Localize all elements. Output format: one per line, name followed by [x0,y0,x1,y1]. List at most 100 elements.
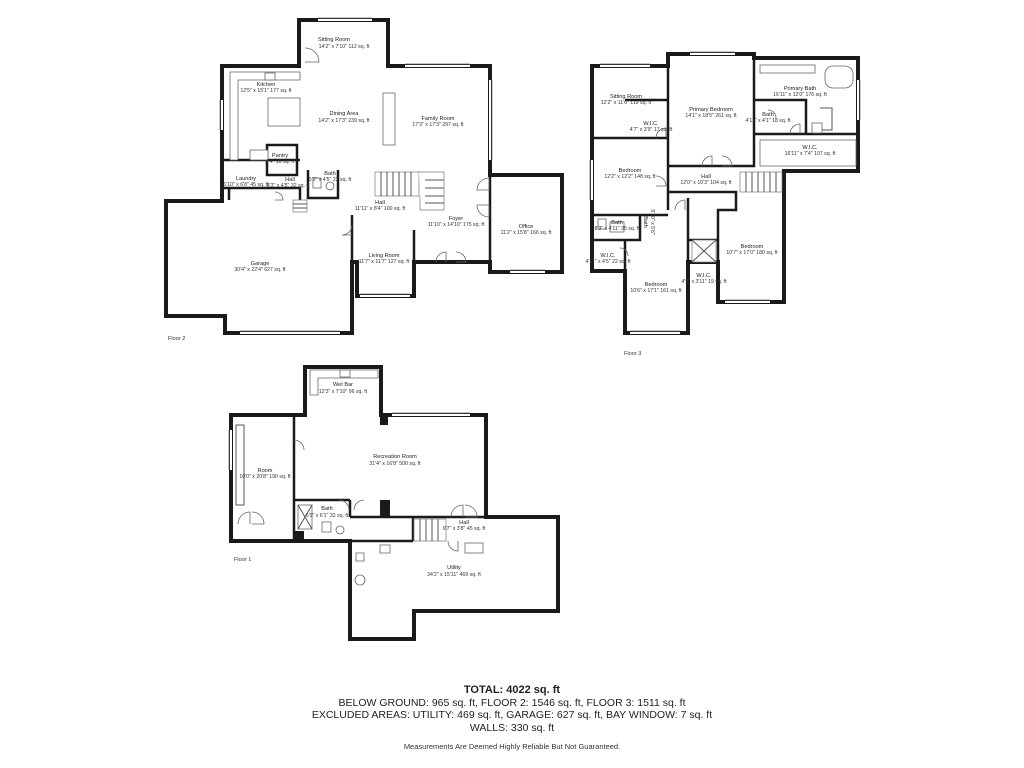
room-dims: 6'10" x 6'8" 45 sq. ft [223,182,269,188]
floor-2-outline [164,18,564,335]
floor-3-interior-walls [592,58,858,271]
floor-3-stairs [691,171,783,263]
room-name: Wet Bar [333,382,353,388]
room-name: Family Room [422,116,455,122]
floor-1-stairs [413,518,447,542]
room-name: Bedroom [741,244,764,250]
room-name: Primary Bath [784,86,816,92]
room-dims: 16'11" x 12'0" 176 sq. ft [773,92,827,98]
below-ground-area: BELOW GROUND: 965 sq. ft, FLOOR 2: 1546 … [338,696,686,709]
room-dims: 12'2" x 11'6" 119 sq. ft [601,100,652,106]
floor-2-interior-walls [222,20,492,262]
room-name: Pantry [272,153,288,159]
room-name: Bedroom [619,168,642,174]
floor-2-labels: Sitting Room 14'2" x 7'10" 112 sq. ft Ki… [223,37,552,273]
room-name: Bath [642,216,648,228]
walls-area: WALLS: 330 sq. ft [469,721,555,734]
floor-3-labels: Sitting Room 12'2" x 11'6" 119 sq. ft Pr… [585,86,836,294]
room-name: Dining Area [330,111,360,117]
room-dims: 4'9" x 3'11" 19 sq. ft [681,279,727,285]
room-dims: 8'3" x 4'11" 35 sq. ft [594,226,640,232]
room-name: Bedroom [645,282,668,288]
floor-1-outline [229,365,560,641]
floor-label: Floor 1 [234,557,251,563]
room-dims: 10'0" x 20'8" 190 sq. ft [239,474,291,480]
dining-table-icon [382,92,396,146]
room-dims: 12'0" x 10'3" 104 sq. ft [680,180,732,186]
room-dims: 34'2" x 15'11" 469 sq. ft [427,572,481,578]
column-icon [380,413,388,425]
floor-1-plan: Wet Bar 12'3" x 7'10" 96 sq. ft Room 10'… [228,365,560,641]
room-dims: 31'4" x 16'8" 500 sq. ft [369,461,421,467]
room-dims: 11'2" x 15'8" 166 sq. ft [501,230,552,236]
room-dims: 12'2" x 12'2" 148 sq. ft [604,174,656,180]
room-name: Recreation Room [373,454,417,460]
floor-1-fixtures [235,369,484,586]
room-name: Kitchen [257,82,276,88]
garage-steps [292,199,308,213]
room-name: Hall [375,200,385,206]
room-dims: 11'7" x 11'7" 127 sq. ft [359,259,410,265]
floor-1-labels: Wet Bar 12'3" x 7'10" 96 sq. ft Room 10'… [239,382,485,578]
room-name: Foyer [449,216,463,222]
room-dims: 6'9" x 6'1" 32 sq. ft [306,513,349,519]
room-name: W.I.C. [600,253,616,259]
room-name: Sitting Room [318,37,350,43]
floor-1-doors [237,439,478,552]
room-dims: 4'11" x 4'1" 18 sq. ft [745,118,791,124]
room-name: Living Room [368,253,399,259]
room-name: Bath [611,220,623,226]
room-dims: 9'7" x 3'8" 45 sq. ft [443,526,486,532]
room-dims: 4'11" x 4'5" 22 sq. ft [585,259,631,265]
excluded-areas: EXCLUDED AREAS: UTILITY: 469 sq. ft, GAR… [311,709,713,722]
total-area: TOTAL: 4022 sq. ft [463,684,561,696]
sink-icon [325,181,335,191]
room-dims: 11'11" x 8'4" 100 sq. ft [355,206,406,212]
room-name: Bath [324,171,336,177]
room-dims: 14'2" x 7'10" 112 sq. ft [319,44,370,50]
room-name: Sitting Room [610,94,642,100]
room-name: Hall [701,174,711,180]
column-icon [294,531,304,541]
room-dims: 9'10" x 5'6" [649,209,655,235]
room-name: W.I.C. [802,145,818,151]
room-name: Hall [459,520,469,526]
toilet-icon [312,177,322,189]
floor-2-windows [219,17,545,334]
room-name: Bath [762,112,774,118]
room-name: Room [258,468,273,474]
floor-3-plan: Sitting Room 12'2" x 11'6" 119 sq. ft Pr… [585,51,861,357]
room-dims: 10'7" x 17'0" 180 sq. ft [726,250,778,256]
room-name: Laundry [236,176,256,182]
floor-3-doors [619,109,801,257]
room-name: Bath [321,506,333,512]
floor-label: Floor 3 [624,351,641,357]
room-dims: 4'4" 18 sq. ft [266,159,295,165]
floor-2-doors [274,47,490,263]
room-dims: 8'3" x 4'5" 32 sq. ft [267,183,310,189]
room-dims: 4'7" x 3'9" 17 sq. ft [630,127,673,133]
floor-label: Floor 2 [168,336,185,342]
room-dims: 12'5" x 15'1" 177 sq. ft [240,88,292,94]
room-name: Garage [251,261,270,267]
floor-2-stairs [374,171,445,211]
room-dims: 16'11" x 7'4" 107 sq. ft [785,151,836,157]
room-dims: 30'4" x 22'4" 627 sq. ft [234,267,286,273]
area-summary: TOTAL: 4022 sq. ft BELOW GROUND: 965 sq.… [0,684,1024,734]
room-name: W.I.C. [696,273,712,279]
disclaimer: Measurements Are Deemed Highly Reliable … [403,742,621,751]
floor-3-fixtures [597,64,857,233]
room-name: Office [519,224,534,230]
room-dims: 14'1" x 18'5" 261 sq. ft [685,113,737,119]
room-dims: 14'2" x 17'3" 239 sq. ft [318,118,370,124]
room-name: W.I.C. [643,121,659,127]
floor-1-windows [228,412,470,470]
room-dims: 5'0" x 4'5" 22 sq. ft [309,177,352,183]
column-icon [380,500,390,517]
room-name: Hall [285,177,295,183]
floor-3-windows [589,51,861,334]
room-name: Primary Bedroom [689,107,733,113]
room-dims: 10'6" x 17'1" 161 sq. ft [630,288,682,294]
room-dims: 12'3" x 7'10" 96 sq. ft [319,389,368,395]
